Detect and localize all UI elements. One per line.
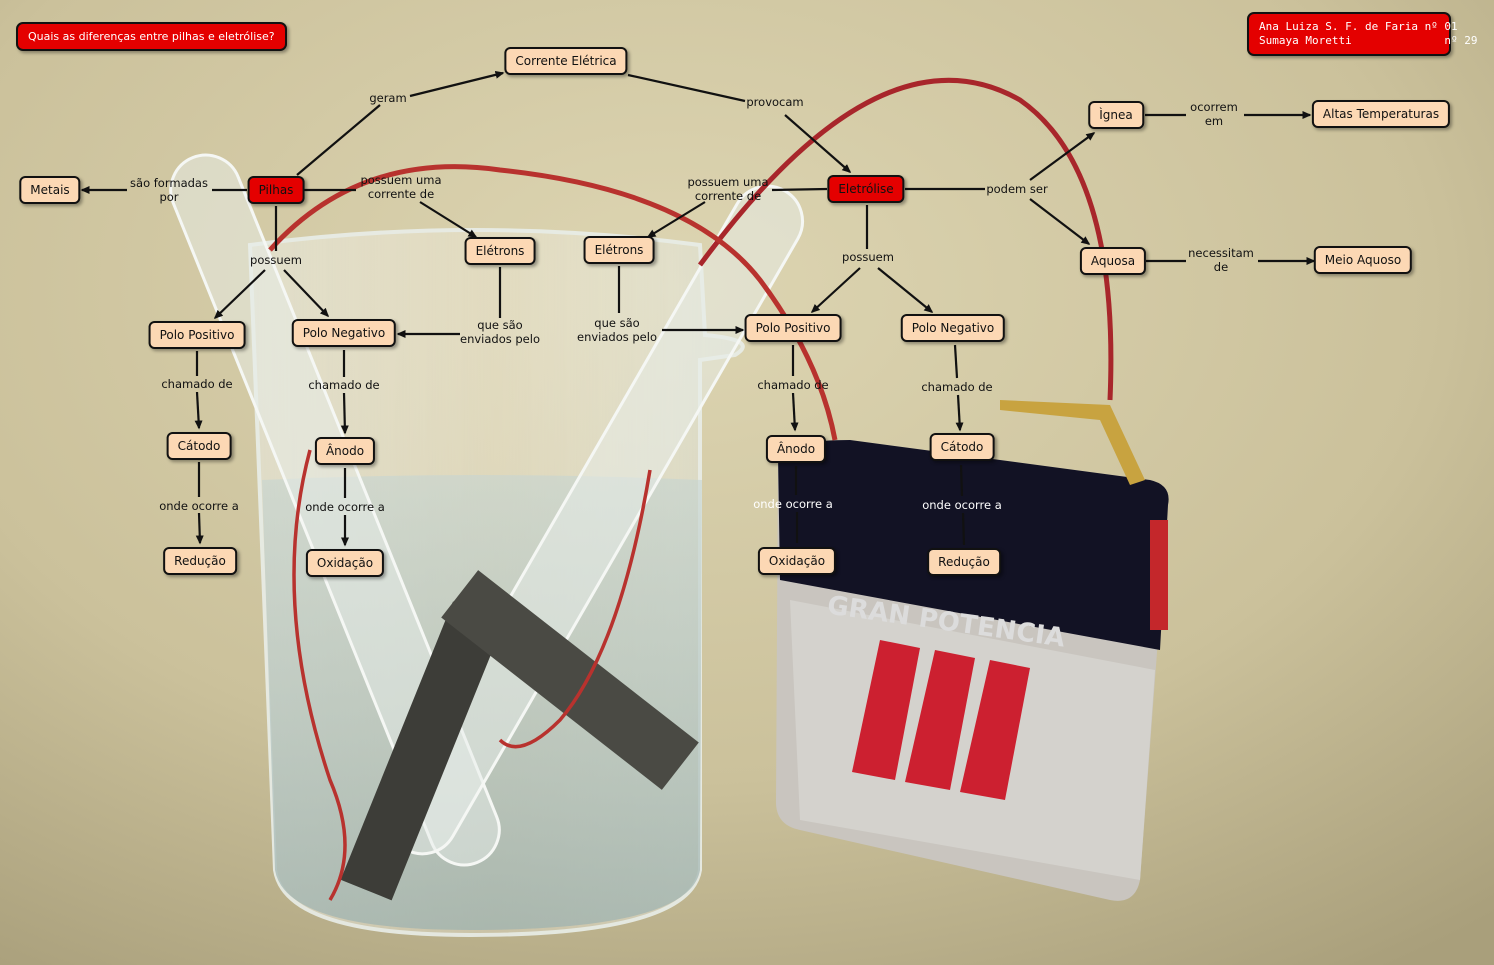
link-provocam: provocam — [746, 95, 803, 109]
link-sao-formadas-por: são formadas por — [130, 176, 208, 204]
concept-eletrolise[interactable]: Eletrólise — [827, 175, 904, 203]
link-onde-ocorre-2: onde ocorre a — [305, 500, 385, 514]
link-onde-ocorre-4: onde ocorre a — [922, 498, 1002, 512]
concept-anodo-pilhas[interactable]: Ânodo — [315, 437, 375, 465]
concept-eletrons-pilhas[interactable]: Elétrons — [465, 237, 536, 265]
concept-polo-negativo-eletrolise[interactable]: Polo Negativo — [901, 314, 1005, 342]
link-que-sao-enviados-eletrolise: que são enviados pelo — [577, 316, 657, 344]
concept-catodo-pilhas[interactable]: Cátodo — [167, 432, 232, 460]
concept-reducao-pilhas[interactable]: Redução — [163, 547, 237, 575]
link-chamado-de-1: chamado de — [161, 377, 232, 391]
concept-ignea[interactable]: Ìgnea — [1088, 101, 1144, 129]
author-2: Sumaya Moretti nº 29 — [1259, 34, 1439, 48]
concept-reducao-eletrolise[interactable]: Redução — [927, 548, 1001, 576]
link-onde-ocorre-1: onde ocorre a — [159, 499, 239, 513]
concept-oxidacao-pilhas[interactable]: Oxidação — [306, 549, 384, 577]
link-chamado-de-3: chamado de — [757, 378, 828, 392]
link-possuem-eletrolise: possuem — [842, 250, 894, 264]
authors-box: Ana Luiza S. F. de Faria nº 01 Sumaya Mo… — [1247, 12, 1451, 56]
battery: GRAN POTENCIA — [776, 400, 1169, 901]
concept-polo-positivo-pilhas[interactable]: Polo Positivo — [149, 321, 246, 349]
concept-meio-aquoso[interactable]: Meio Aquoso — [1314, 246, 1412, 274]
concept-eletrons-eletrolise[interactable]: Elétrons — [584, 236, 655, 264]
concept-aquosa[interactable]: Aquosa — [1080, 247, 1146, 275]
link-possuem-uma-corrente-eletrolise: possuem uma corrente de — [687, 175, 768, 203]
link-geram: geram — [369, 91, 406, 105]
link-onde-ocorre-3: onde ocorre a — [753, 497, 833, 511]
concept-catodo-eletrolise[interactable]: Cátodo — [930, 433, 995, 461]
link-podem-ser: podem ser — [986, 182, 1047, 196]
concept-polo-positivo-eletrolise[interactable]: Polo Positivo — [745, 314, 842, 342]
link-possuem-pilhas: possuem — [250, 253, 302, 267]
concept-oxidacao-eletrolise[interactable]: Oxidação — [758, 547, 836, 575]
link-que-sao-enviados-pilhas: que são enviados pelo — [460, 318, 540, 346]
concept-corrente-eletrica[interactable]: Corrente Elétrica — [504, 47, 627, 75]
author-1: Ana Luiza S. F. de Faria nº 01 — [1259, 20, 1439, 34]
question-text: Quais as diferenças entre pilhas e eletr… — [28, 30, 275, 43]
link-possuem-uma-corrente-pilhas: possuem uma corrente de — [360, 173, 441, 201]
link-ocorrem-em: ocorrem em — [1190, 100, 1238, 128]
concept-pilhas[interactable]: Pilhas — [248, 176, 305, 204]
concept-anodo-eletrolise[interactable]: Ânodo — [766, 435, 826, 463]
concept-altas-temperaturas[interactable]: Altas Temperaturas — [1312, 100, 1450, 128]
question-box[interactable]: Quais as diferenças entre pilhas e eletr… — [16, 22, 287, 51]
concept-polo-negativo-pilhas[interactable]: Polo Negativo — [292, 319, 396, 347]
link-chamado-de-2: chamado de — [308, 378, 379, 392]
concept-metais[interactable]: Metais — [19, 176, 80, 204]
link-chamado-de-4: chamado de — [921, 380, 992, 394]
link-necessitam-de: necessitam de — [1188, 246, 1254, 274]
